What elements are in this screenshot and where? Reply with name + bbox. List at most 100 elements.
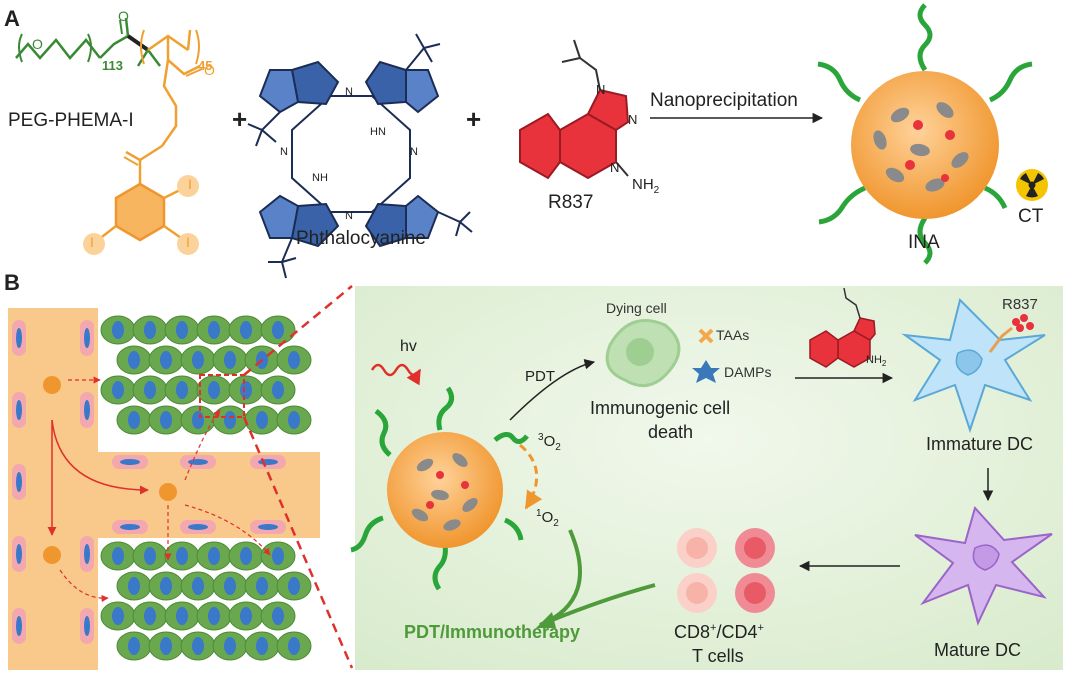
cell-nucleus: [144, 381, 156, 399]
cell-nucleus: [240, 321, 252, 339]
r837-b-nh2-label: NH2: [866, 354, 887, 369]
cell-nucleus: [192, 637, 204, 655]
iodine-label-3: I: [90, 234, 94, 250]
r837-nh2-label: NH2: [632, 176, 660, 196]
peg-phema-i-label: PEG-PHEMA-I: [8, 110, 134, 131]
cell-nucleus: [224, 577, 236, 595]
cell-nucleus: [272, 381, 284, 399]
pc-n-label-bottom: N: [345, 210, 353, 222]
cell-nucleus: [240, 381, 252, 399]
oxygen-conversion-arrow: [519, 443, 543, 510]
hv-label: hv: [400, 338, 417, 355]
phthalocyanine-label: Phthalocyanine: [296, 228, 426, 249]
t-cells-icon: [677, 528, 775, 613]
cell-nucleus: [192, 411, 204, 429]
cell-nucleus: [192, 351, 204, 369]
cell-nucleus: [176, 321, 188, 339]
cell-nucleus: [256, 411, 268, 429]
r837-n-label-2: N: [628, 112, 638, 127]
cell-nucleus: [208, 381, 220, 399]
icd-label-line1: Immunogenic cell: [590, 398, 731, 418]
immature-dc-label: Immature DC: [926, 434, 1034, 454]
dying-cell-icon: [605, 319, 681, 388]
cell-nucleus: [272, 607, 284, 625]
plus-sign-2: +: [466, 104, 482, 134]
cell-nucleus: [224, 637, 236, 655]
peg-o-label: O: [32, 36, 43, 52]
zoom-line-bottom: [242, 416, 354, 669]
peg-phema-i-structure: [15, 17, 203, 255]
cell-nucleus: [288, 577, 300, 595]
cell-nucleus: [224, 411, 236, 429]
plus-sign-1: +: [232, 104, 248, 134]
cell-nucleus: [240, 607, 252, 625]
pc-n-label-right: N: [410, 146, 418, 158]
cell-nucleus: [160, 577, 172, 595]
cell-nucleus: [256, 637, 268, 655]
icd-label-line2: death: [648, 422, 694, 442]
r837-structure-b: [809, 287, 876, 368]
cell-nucleus: [128, 637, 140, 655]
ct-label: CT: [1018, 206, 1044, 227]
cell-nucleus: [176, 381, 188, 399]
cell-nucleus: [128, 351, 140, 369]
dying-cell-label: Dying cell: [606, 300, 667, 316]
cell-nucleus: [192, 577, 204, 595]
cell-nucleus: [160, 637, 172, 655]
ina-nanoparticle: [817, 3, 1033, 265]
pdt-label: PDT: [525, 368, 555, 385]
r837-n-label-1: N: [596, 82, 606, 97]
nanoprecipitation-label: Nanoprecipitation: [650, 90, 798, 111]
r837-b-label: R837: [1002, 296, 1038, 313]
cell-nucleus: [144, 547, 156, 565]
cell-nucleus: [208, 547, 220, 565]
pdt-arrow: [509, 359, 596, 421]
pc-n-label-top: N: [345, 86, 353, 98]
cell-nucleus: [160, 411, 172, 429]
pc-n-label-left: N: [280, 146, 288, 158]
immature-dc-icon: [901, 298, 1046, 434]
cell-nucleus: [288, 637, 300, 655]
cell-nucleus: [112, 321, 124, 339]
damps-icon: [692, 360, 720, 383]
cell-nucleus: [144, 607, 156, 625]
iodine-label-2: I: [186, 234, 190, 250]
cell-nucleus: [176, 547, 188, 565]
taas-icon: [698, 328, 714, 344]
cell-nucleus: [160, 351, 172, 369]
pc-nh-label: NH: [312, 172, 328, 184]
pc-hn-label: HN: [370, 126, 386, 138]
cell-nucleus: [112, 607, 124, 625]
tumor-tissue-schematic: [8, 308, 320, 670]
t-cells-label-line2: T cells: [692, 646, 744, 666]
cell-nucleus: [208, 321, 220, 339]
cell-nucleus: [240, 547, 252, 565]
t-cells-label-line1: CD8+/CD4+: [674, 622, 764, 642]
cell-nucleus: [128, 411, 140, 429]
cell-nucleus: [112, 381, 124, 399]
panel-a-letter: A: [4, 6, 20, 31]
radiation-icon: [1016, 169, 1048, 201]
phema-o-label: O: [204, 62, 215, 78]
r837-label: R837: [548, 192, 594, 213]
zoom-line-top: [243, 285, 353, 376]
light-wave-icon: [370, 363, 422, 386]
panel-b-letter: B: [4, 270, 20, 295]
iodine-label-1: I: [188, 176, 192, 192]
damps-label: DAMPs: [724, 364, 772, 380]
cell-nucleus: [176, 607, 188, 625]
cell-nucleus: [208, 607, 220, 625]
mature-dc-icon: [914, 505, 1053, 626]
singlet-oxygen-label: 1O2: [536, 508, 559, 529]
carbonyl-o-label: O: [118, 8, 129, 24]
phema-subscript-45: 45: [198, 58, 213, 73]
cell-nucleus: [256, 577, 268, 595]
therapy-label: PDT/Immunotherapy: [404, 622, 581, 642]
triplet-oxygen-label: 3O2: [538, 432, 561, 453]
r837-structure-a: [519, 39, 630, 180]
taas-label: TAAs: [716, 327, 750, 343]
cell-nucleus: [224, 351, 236, 369]
cell-nucleus: [128, 577, 140, 595]
peg-subscript-113: 113: [102, 58, 123, 73]
